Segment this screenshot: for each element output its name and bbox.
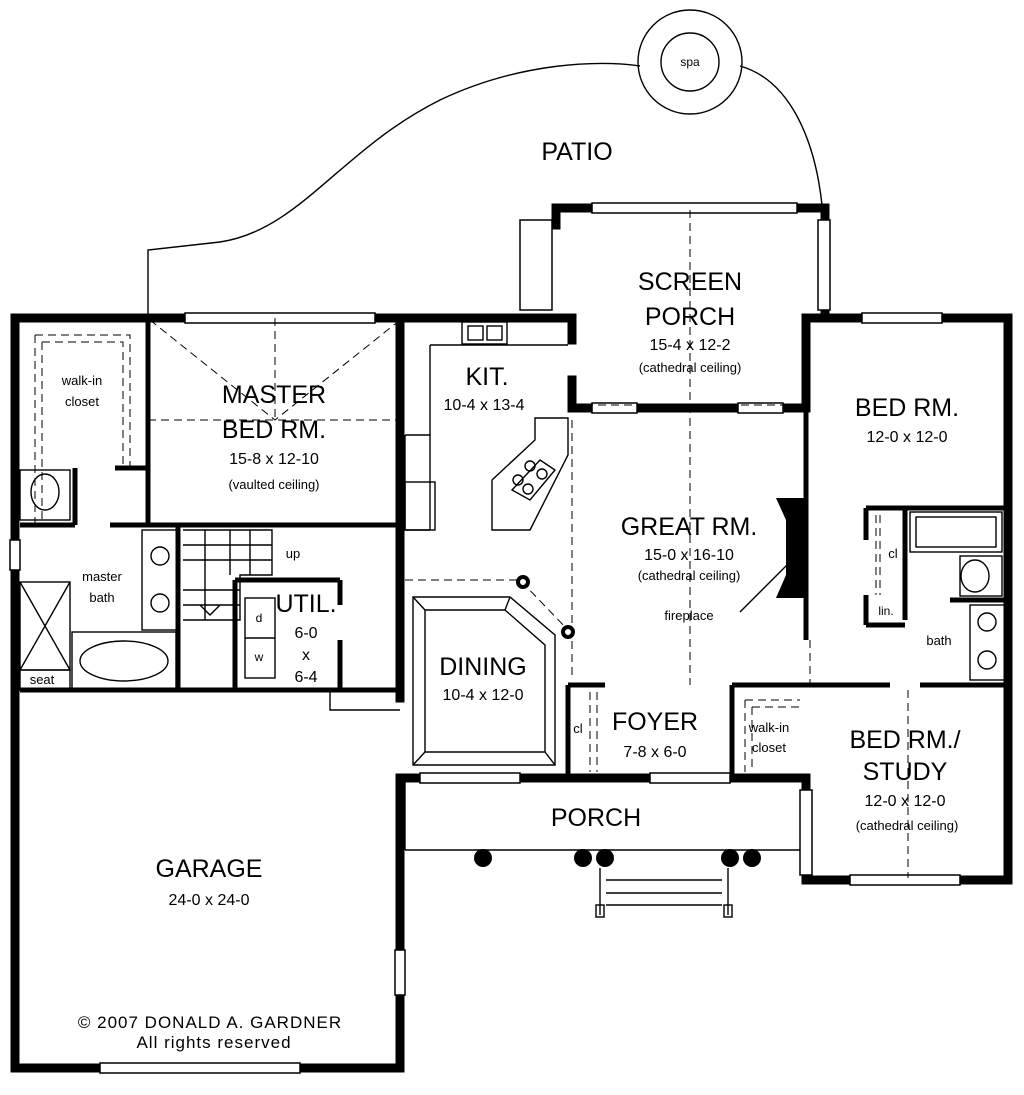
kitchen-dims: 10-4 x 13-4 [444,397,525,414]
bed-rm-right-name: BED RM. [855,394,959,422]
great-rm-name: GREAT RM. [621,513,758,541]
spa-label: spa [680,55,700,69]
dining-label: DINING 10-4 x 12-0 [439,653,527,704]
porch-columns [404,778,800,867]
right-closet-line-2: closet [752,740,786,755]
hall-bath-label: cl lin. bath [878,546,951,648]
fireplace-label: fireplace [664,608,713,623]
stairs-up-label: up [286,546,300,561]
dryer-label: d [256,611,263,625]
foyer-label: FOYER 7-8 x 6-0 cl [573,708,698,761]
seat-label: seat [30,672,55,687]
dining-dims: 10-4 x 12-0 [443,687,524,704]
screen-porch-name-2: PORCH [645,303,735,331]
master-bed-note: (vaulted ceiling) [228,477,319,492]
hall-bath-name: bath [926,633,951,648]
spa: spa [637,9,743,115]
screen-porch-dims: 15-4 x 12-2 [650,337,731,354]
master-bed-dims: 15-8 x 12-10 [229,451,319,468]
master-bath-line-2: bath [89,590,114,605]
porch-label: PORCH [551,804,641,832]
screen-porch-note: (cathedral ceiling) [639,360,742,375]
hall-closet-label: cl [888,546,898,561]
garage-label: GARAGE 24-0 x 24-0 [156,855,263,909]
bed-rm-right-dims: 12-0 x 12-0 [867,429,948,446]
screen-porch-name-1: SCREEN [638,268,742,296]
exterior-walls [10,203,1013,1073]
foyer-closet-label: cl [573,721,583,736]
foyer-name: FOYER [612,708,698,736]
master-closet-line-1: walk-in [61,373,102,388]
patio-outline [147,62,823,318]
foyer-dims: 7-8 x 6-0 [623,744,686,761]
master-bath-line-1: master [82,569,122,584]
ceiling-lines [148,210,909,878]
master-bed-label: MASTER BED RM. 15-8 x 12-10 (vaulted cei… [222,381,326,492]
right-closet-shelves [744,699,800,772]
washer-dryer [244,597,276,679]
bed-study-dims: 12-0 x 12-0 [865,793,946,810]
great-rm-dims: 15-0 x 16-10 [644,547,734,564]
copyright-notice: © 2007 DONALD A. GARDNER All rights rese… [78,1013,342,1052]
patio-label: PATIO [541,138,612,166]
great-rm-label: GREAT RM. 15-0 x 16-10 (cathedral ceilin… [621,513,758,623]
copyright-line-2: All rights reserved [136,1033,291,1052]
right-closet-label: walk-in closet [748,720,789,755]
fireplace [739,498,806,613]
porch-steps [595,868,733,918]
bed-study-note: (cathedral ceiling) [856,818,959,833]
kitchen-name: KIT. [465,363,508,391]
linen-label: lin. [878,604,893,618]
master-bed-name-2: BED RM. [222,416,326,444]
bed-study-name-1: BED RM./ [849,726,960,754]
bed-rm-right-label: BED RM. 12-0 x 12-0 [855,394,959,446]
kitchen-label: KIT. 10-4 x 13-4 [444,363,525,414]
right-closet-line-1: walk-in [748,720,789,735]
kitchen-counters [404,321,569,531]
foyer-closet [589,692,598,772]
garage-name: GARAGE [156,855,263,883]
great-rm-note: (cathedral ceiling) [638,568,741,583]
master-bath-label: master bath seat [30,569,123,687]
copyright-line-1: © 2007 DONALD A. GARDNER [78,1013,342,1032]
master-closet-label: walk-in closet [61,373,102,409]
util-dim-2: x [302,647,310,664]
screen-porch-label: SCREEN PORCH 15-4 x 12-2 (cathedral ceil… [638,268,742,375]
util-dim-1: 6-0 [294,625,317,642]
interior-walls [20,318,1008,778]
stairs [183,529,273,621]
master-closet-shelves [34,334,131,525]
washer-label: w [254,650,264,664]
windows [9,202,961,1074]
dining-tray-ceiling [405,575,575,766]
garage-dims: 24-0 x 24-0 [169,892,250,909]
master-bed-name-1: MASTER [222,381,326,409]
hall-bath-fixtures [875,511,1006,681]
util-dim-3: 6-4 [294,669,317,686]
bed-study-label: BED RM./ STUDY 12-0 x 12-0 (cathedral ce… [849,726,960,833]
bed-study-name-2: STUDY [863,758,948,786]
master-closet-line-2: closet [65,394,99,409]
dining-name: DINING [439,653,527,681]
util-name: UTIL. [275,590,336,618]
util-label: UTIL. 6-0 x 6-4 d w [254,590,337,686]
master-bath-fixtures [19,469,179,691]
garage-step [329,690,400,711]
